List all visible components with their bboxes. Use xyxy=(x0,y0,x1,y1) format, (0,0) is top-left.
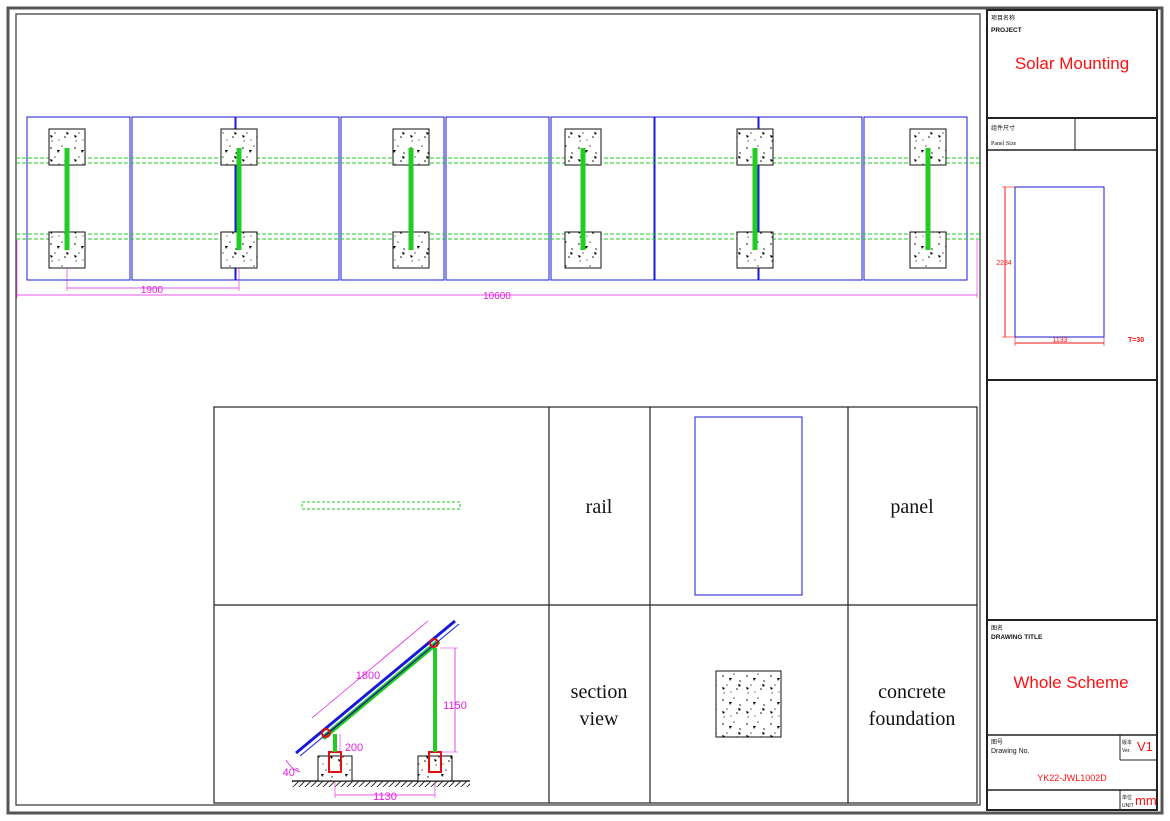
unit-label-cn: 单位 xyxy=(1122,794,1132,801)
concrete-label-line2: foundation xyxy=(869,708,956,730)
post-spacing-dimension: 1130 xyxy=(373,791,397,803)
outer-border xyxy=(6,6,1164,815)
plan-panel xyxy=(654,116,759,281)
rail-symbol xyxy=(301,501,461,510)
panel-width-dim: 1133 xyxy=(1052,337,1067,344)
concrete-label-line1: concrete xyxy=(878,681,946,703)
plan-panel xyxy=(26,116,131,281)
project-name: Solar Mounting xyxy=(1015,54,1129,73)
section-view-label-line1: section xyxy=(571,681,628,703)
title-block xyxy=(986,9,1158,811)
plan-panel xyxy=(445,116,550,281)
panel-thickness: T=30 xyxy=(1128,337,1144,344)
panel-size-drawing xyxy=(1002,186,1105,346)
drawing-title: Whole Scheme xyxy=(1013,673,1128,692)
total-length-dimension: 10600 xyxy=(483,291,511,302)
section-view-drawing xyxy=(285,619,470,798)
drawing-area-border xyxy=(15,13,981,806)
drawing-number: YK22-JWL1002D xyxy=(1037,773,1107,783)
plan-panel xyxy=(235,116,340,281)
project-label: PROJECT xyxy=(991,27,1022,34)
project-label-cn: 项目名称 xyxy=(991,14,1015,22)
plan-view xyxy=(16,116,980,298)
panel-size-label-cn: 组件尺寸 xyxy=(991,124,1015,132)
panel-size-label: Panel Size xyxy=(991,141,1016,147)
version-value: V1 xyxy=(1137,739,1153,754)
version-label-cn: 版本 xyxy=(1122,739,1132,746)
drawing-title-label-cn: 图名 xyxy=(991,624,1003,632)
concrete-symbol xyxy=(715,670,782,738)
panel-symbol xyxy=(694,416,803,596)
drawing-no-label: Drawing No. xyxy=(991,748,1030,755)
plan-panel xyxy=(340,116,445,281)
plan-panel xyxy=(131,116,236,281)
panel-height-dim: 2284 xyxy=(996,260,1012,267)
drawing-no-label-cn: 图号 xyxy=(991,739,1003,746)
front-height-dimension: 200 xyxy=(345,742,363,754)
plan-panel xyxy=(863,116,968,281)
rail-length-dimension: 1800 xyxy=(356,670,380,682)
section-view-label-line2: view xyxy=(580,708,619,730)
rail-label: rail xyxy=(586,496,613,518)
panel-label: panel xyxy=(890,496,934,518)
unit-value: mm xyxy=(1135,793,1157,808)
plan-panel xyxy=(758,116,863,281)
legend-table xyxy=(213,406,978,804)
plan-panel xyxy=(550,116,655,281)
rear-height-dimension: 1150 xyxy=(443,700,467,712)
unit-label: UNIT xyxy=(1122,803,1134,809)
tilt-angle-dimension: 40° xyxy=(283,767,300,779)
spacing-dimension: 1900 xyxy=(141,285,164,296)
version-label: Ver. xyxy=(1122,748,1131,754)
drawing-title-label: DRAWING TITLE xyxy=(991,634,1043,641)
